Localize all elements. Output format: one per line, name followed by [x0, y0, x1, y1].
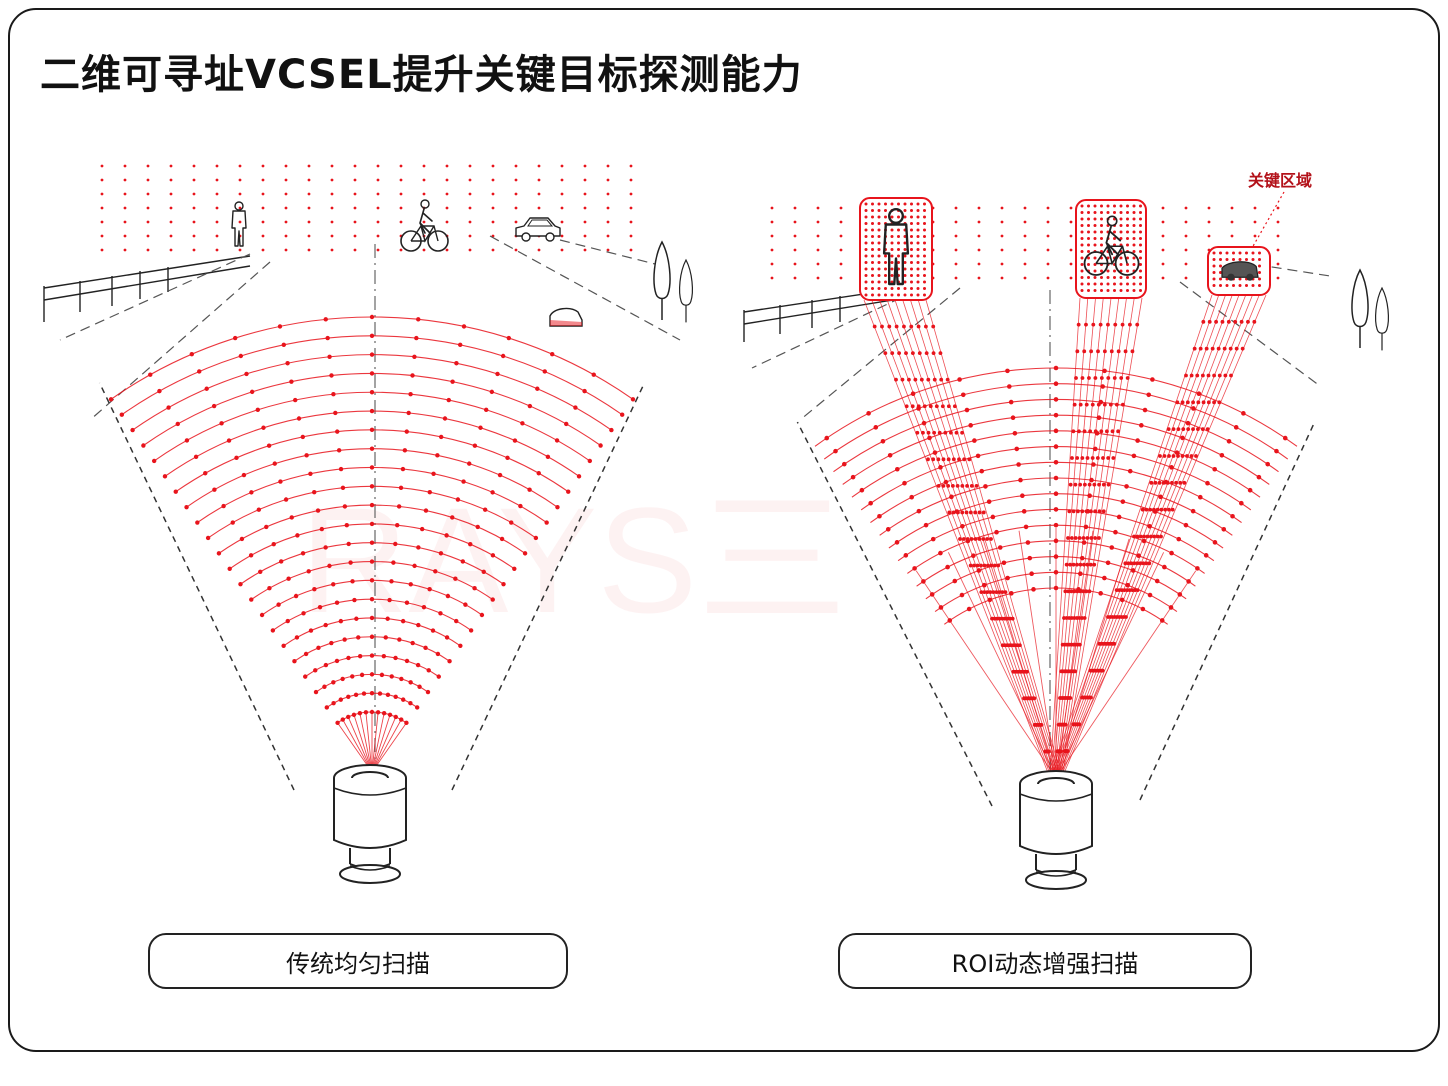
roi-callout-leader	[1251, 191, 1285, 249]
right-far-dot-grid	[770, 206, 1280, 280]
car-icon	[515, 217, 561, 242]
road-edge-right	[489, 235, 681, 341]
guardrail-icon	[43, 255, 251, 322]
caption-uniform-scan: 传统均匀扫描	[148, 933, 568, 989]
watermark-text: RAYS三	[300, 476, 847, 644]
right-panel: 关键区域	[743, 171, 1390, 890]
roi-box-pedestrian	[859, 197, 933, 301]
roi-callout-label: 关键区域	[1248, 171, 1312, 190]
tree-icon	[653, 241, 671, 321]
car-icon	[1221, 261, 1259, 281]
cyclist-icon	[400, 199, 449, 252]
road-edge-right	[1179, 261, 1331, 387]
tree-icon	[1374, 287, 1390, 351]
diagram-frame	[8, 8, 1440, 1052]
lidar-sensor-icon	[1019, 770, 1093, 890]
left-uniform-scan-fan	[98, 314, 646, 791]
rock-icon	[549, 307, 583, 327]
right-roi-scan-fan	[796, 294, 1316, 807]
caption-roi-scan: ROI动态增强扫描	[838, 933, 1252, 989]
tree-icon	[678, 259, 694, 323]
roi-box-car	[1207, 246, 1271, 296]
left-panel	[43, 164, 694, 884]
page-title: 二维可寻址VCSEL提升关键目标探测能力	[40, 52, 803, 98]
left-far-dot-grid	[100, 164, 633, 252]
tree-icon	[1351, 269, 1369, 349]
lidar-sensor-icon	[333, 764, 407, 884]
roi-box-cyclist	[1075, 199, 1147, 299]
